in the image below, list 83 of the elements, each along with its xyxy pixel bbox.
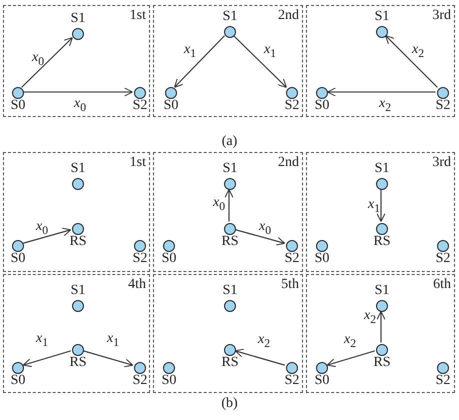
panel-frame xyxy=(3,5,150,117)
edge-label: x$_{0}$ xyxy=(32,50,44,70)
node-label: S1 xyxy=(374,9,390,25)
arrow xyxy=(235,229,286,246)
node-label: S0 xyxy=(10,98,26,114)
node-label: RS xyxy=(69,355,87,371)
node-label: RS xyxy=(221,355,239,371)
panel-frame xyxy=(306,274,455,393)
edge-label: x$_{1}$ xyxy=(264,42,276,62)
arrow xyxy=(376,190,386,222)
panel-frame xyxy=(153,274,303,393)
arrow xyxy=(233,35,287,88)
step-label: 2nd xyxy=(278,155,299,171)
edge-label: x$_{0}$ xyxy=(74,96,86,116)
edge-label: x$_{1}$ xyxy=(368,197,380,217)
arrow xyxy=(23,228,72,244)
node-label: S1 xyxy=(222,9,238,25)
panel-frame xyxy=(153,152,303,272)
step-label: 5th xyxy=(281,277,299,293)
node-label: S0 xyxy=(314,373,330,389)
step-label: 2nd xyxy=(278,8,299,24)
node-label: S2 xyxy=(132,98,148,114)
edge-label: x$_{0}$ xyxy=(212,195,226,215)
node-label: S0 xyxy=(162,251,176,267)
node-label: S2 xyxy=(436,251,450,267)
node-label: S0 xyxy=(164,98,178,114)
edge-label: x$_{2}$ xyxy=(378,96,392,116)
edge-label: x$_{1}$ xyxy=(184,42,196,62)
arrow xyxy=(22,350,71,368)
node-label: S1 xyxy=(70,161,86,177)
edge-label: x$_{2}$ xyxy=(412,42,424,62)
node-label: S2 xyxy=(436,98,450,114)
edge-label: x$_{1}$ xyxy=(36,331,48,351)
panel-caption: (a) xyxy=(222,134,238,150)
edge-label: x$_{2}$ xyxy=(258,332,270,352)
panel-frame xyxy=(306,5,455,117)
panel-frame xyxy=(153,5,303,117)
arrow xyxy=(376,311,386,342)
node-label: S0 xyxy=(10,373,26,389)
node-label: S2 xyxy=(132,373,148,389)
node-label: S0 xyxy=(10,251,26,267)
arrow xyxy=(83,350,134,368)
edge-label: x$_{1}$ xyxy=(106,331,120,351)
node-label: S2 xyxy=(284,98,300,114)
panel-frame xyxy=(3,274,150,393)
step-label: 4th xyxy=(128,277,146,293)
node-label: RS xyxy=(373,355,391,371)
edge-label: x$_{0}$ xyxy=(258,219,272,239)
arrow xyxy=(224,189,234,222)
node-label: S2 xyxy=(132,251,148,267)
node-label: S1 xyxy=(374,161,390,177)
edge-label: x$_{2}$ xyxy=(344,332,356,352)
node-label: S2 xyxy=(284,373,300,389)
arrow xyxy=(326,350,375,368)
edge-label: x$_{2}$ xyxy=(364,308,376,328)
edge-label: x$_{0}$ xyxy=(36,219,48,239)
node-label: S0 xyxy=(314,98,330,114)
node-label: RS xyxy=(69,234,87,250)
panel-caption: (b) xyxy=(221,396,238,412)
arrow xyxy=(21,37,73,88)
arrow xyxy=(385,35,438,88)
step-label: 3rd xyxy=(432,155,451,171)
node-label: S1 xyxy=(70,11,86,27)
node-label: S0 xyxy=(162,373,176,389)
step-label: 1st xyxy=(130,155,146,171)
node-label: S1 xyxy=(222,161,238,177)
step-label: 3rd xyxy=(432,8,451,24)
node-label: RS xyxy=(373,234,391,250)
step-label: 1st xyxy=(130,8,146,24)
arrow xyxy=(327,88,436,96)
node-label: S1 xyxy=(374,283,390,299)
node-label: S0 xyxy=(314,251,330,267)
node-label: S2 xyxy=(284,251,300,267)
arrow xyxy=(174,35,225,88)
panel-frame xyxy=(3,152,150,272)
arrow xyxy=(24,88,133,96)
step-label: 6th xyxy=(433,277,451,293)
panel-frame xyxy=(306,152,455,272)
arrow xyxy=(234,348,285,366)
node-label: S1 xyxy=(222,283,238,299)
node-label: RS xyxy=(221,234,239,250)
node-label: S1 xyxy=(70,283,86,299)
node-label: S2 xyxy=(436,373,450,389)
